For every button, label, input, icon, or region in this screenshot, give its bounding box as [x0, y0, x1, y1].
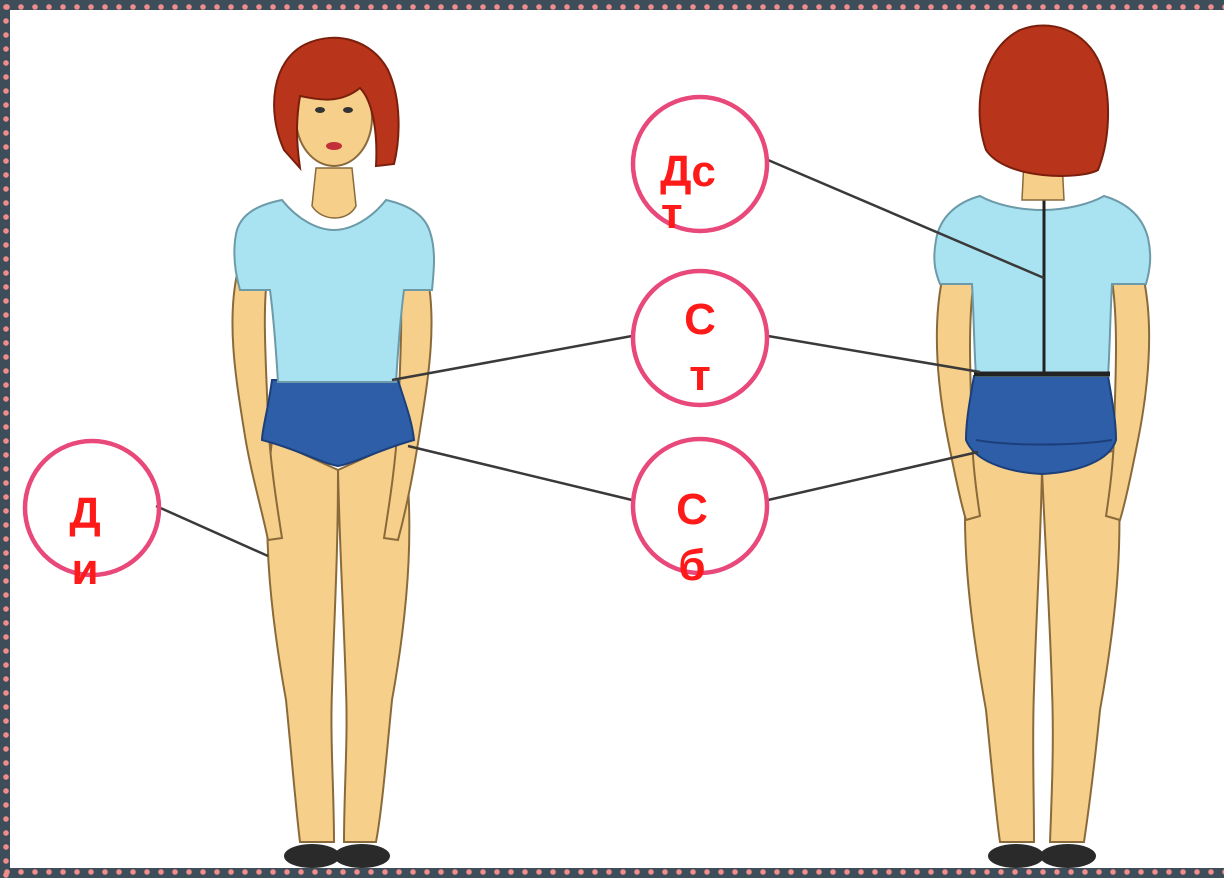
- label-st-line2: т: [645, 348, 755, 404]
- label-st: С т: [645, 292, 755, 404]
- label-di: Д и: [30, 486, 140, 598]
- label-sb: С б: [637, 482, 747, 594]
- label-dst: Дс т: [633, 144, 743, 242]
- front-figure: [232, 38, 434, 868]
- label-st-line1: С: [645, 292, 755, 348]
- line-sb-back: [768, 452, 978, 500]
- line-sb-front: [408, 446, 632, 500]
- label-sb-line2: б: [637, 538, 747, 594]
- label-di-line1: Д: [30, 486, 140, 542]
- line-di-front: [156, 506, 268, 556]
- back-figure: [934, 25, 1150, 868]
- label-sb-line1: С: [637, 482, 747, 538]
- label-di-line2: и: [30, 542, 140, 598]
